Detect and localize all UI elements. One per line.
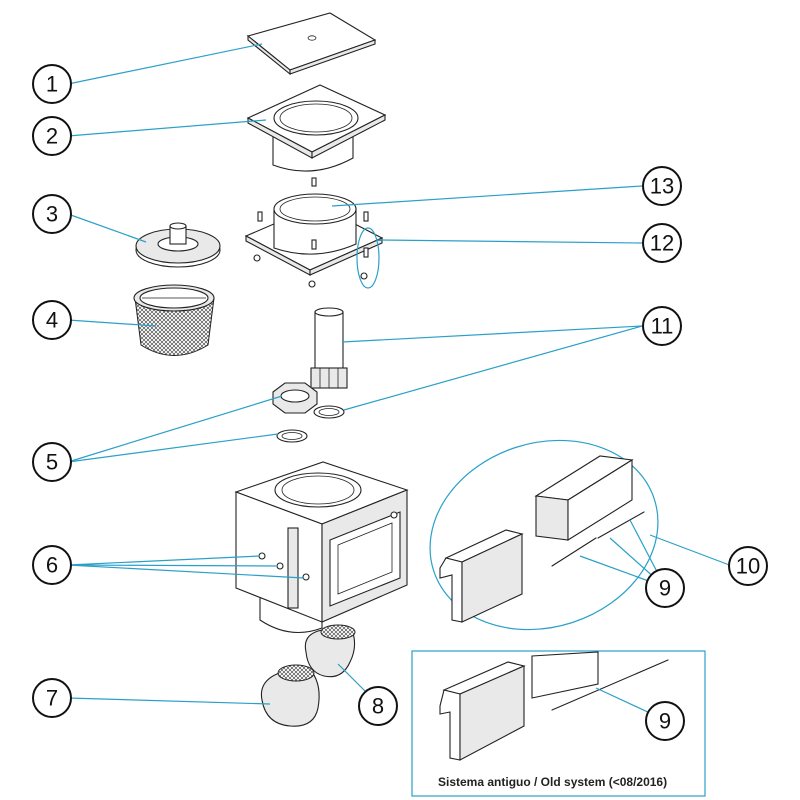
part-7-elbow [260,664,320,727]
callout-7: 7 [32,678,72,718]
svg-text:6: 6 [46,553,58,578]
leader-lines [67,43,733,721]
part-4-strainer-basket [133,284,215,356]
svg-text:9: 9 [659,709,671,734]
callout-13: 13 [642,166,682,206]
svg-text:8: 8 [372,694,384,719]
svg-text:9: 9 [659,576,671,601]
callout-2: 2 [32,116,72,156]
callout-4: 4 [32,300,72,340]
svg-text:11: 11 [651,314,674,339]
callout-1: 1 [32,64,72,104]
callout-11: 11 [642,306,682,346]
part-8-elbow [304,624,356,678]
screw-icon [253,177,369,288]
part-11-pipe-fitting [310,307,348,419]
callout-8: 8 [358,686,398,726]
part-1-cover-lid [246,12,377,76]
svg-text:13: 13 [650,174,674,199]
callout-3: 3 [32,194,72,234]
skimmer-body [234,461,409,633]
callout-10: 10 [728,546,768,586]
part-10-group [429,439,659,631]
callout-9-legacy: 9 [645,701,685,741]
svg-text:10: 10 [736,554,760,579]
svg-text:3: 3 [46,202,58,227]
svg-text:1: 1 [46,72,58,97]
part-2-square-frame [246,84,387,172]
svg-text:7: 7 [46,686,58,711]
callout-5: 5 [32,442,72,482]
svg-text:2: 2 [46,124,58,149]
svg-text:4: 4 [46,308,58,333]
svg-text:5: 5 [46,450,58,475]
part-5-nut-ring [272,382,318,443]
svg-text:12: 12 [650,231,674,256]
legacy-system-box: Sistema antiguo / Old system (<08/2016) [411,650,706,797]
legacy-caption: Sistema antiguo / Old system (<08/2016) [438,775,667,789]
callout-12: 12 [642,223,682,263]
part-12-13-collar-plate [244,177,384,288]
callout-6: 6 [32,545,72,585]
part-3-disc-spigot [135,222,221,268]
callout-9-group10: 9 [645,568,685,608]
